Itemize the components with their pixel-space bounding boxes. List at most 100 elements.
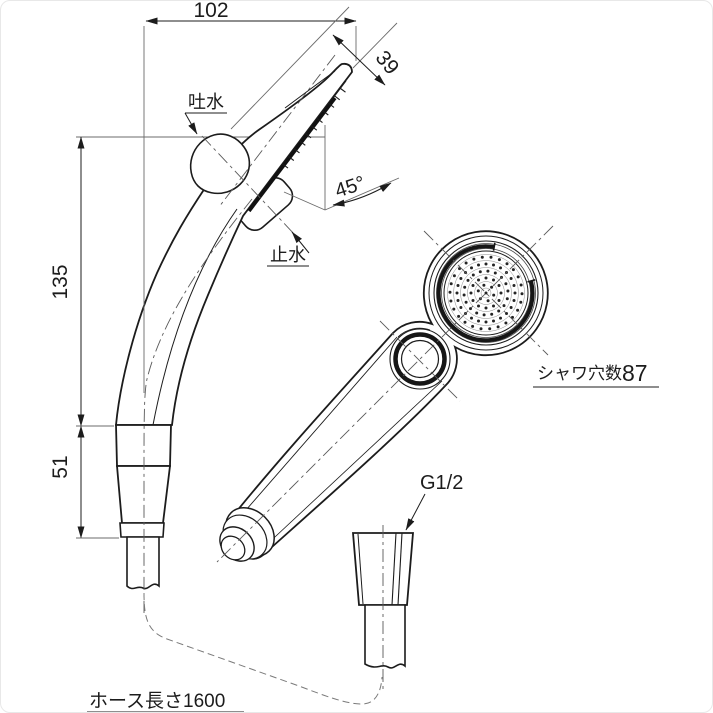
head-axis-centerline — [218, 54, 336, 208]
spray-hole — [499, 266, 502, 270]
spray-guide-circle — [480, 287, 492, 299]
spray-hole — [520, 292, 524, 296]
front-view — [219, 230, 549, 562]
label-spout: 吐水 — [188, 92, 224, 112]
spray-hole — [476, 289, 480, 293]
spray-hole — [486, 299, 490, 303]
spray-hole — [449, 299, 453, 303]
spray-guide-circle — [474, 281, 498, 305]
handle-wall-right — [260, 380, 443, 551]
spray-hole — [490, 312, 494, 316]
ring-hook-2 — [527, 279, 536, 283]
nozzle-tick — [310, 125, 318, 131]
spray-hole — [477, 263, 480, 267]
spray-hole — [512, 299, 516, 302]
spray-hole — [492, 319, 495, 323]
spray-hole — [504, 321, 508, 325]
spray-hole — [452, 307, 456, 311]
label-hose-length: ホース長さ1600 — [89, 691, 225, 712]
spray-hole — [516, 275, 520, 279]
spray-hole — [478, 270, 482, 274]
label-shower-holes: シャワ穴数 — [537, 364, 622, 383]
center-lines — [143, 54, 554, 689]
label-holes-count: 87 — [622, 360, 648, 386]
spray-hole — [452, 274, 456, 278]
grip-taper — [116, 465, 172, 524]
hose-side — [126, 536, 160, 590]
switch-button-ring — [393, 332, 447, 386]
spray-hole — [462, 293, 466, 297]
spray-hole — [477, 304, 480, 308]
spray-hole — [511, 268, 515, 272]
nut-facet-right1 — [391, 532, 397, 606]
spray-hole — [492, 263, 495, 267]
dim-head-angle: 45° — [332, 172, 368, 202]
spray-hole — [488, 327, 492, 331]
dim-upper-height: 135 — [49, 264, 72, 299]
top-cover-seam — [284, 70, 336, 109]
spray-hole — [496, 325, 500, 329]
spray-hole — [484, 262, 488, 266]
nozzle-tick — [293, 148, 300, 154]
ring-groove-inner — [441, 248, 531, 338]
spray-hole — [469, 291, 473, 295]
label-thread-leader — [405, 493, 426, 531]
spray-hole — [477, 319, 480, 323]
handle-centerline — [143, 198, 253, 613]
retaining-ring — [436, 244, 535, 343]
nozzle-strip — [247, 96, 337, 213]
knob-axis-centerline — [201, 135, 297, 237]
spray-guide-circles — [447, 254, 525, 332]
spray-hole — [480, 255, 484, 259]
dim-line-depth — [332, 34, 386, 86]
spray-hole — [516, 308, 520, 312]
spray-hole — [459, 277, 463, 280]
spray-hole — [456, 284, 460, 287]
ext-line-depth-back — [230, 6, 350, 130]
handle-wall-left — [231, 336, 398, 527]
spray-hole — [457, 314, 461, 318]
spray-hole — [484, 320, 488, 324]
spray-hole — [472, 257, 476, 261]
spray-hole — [479, 327, 483, 331]
head-body — [115, 62, 353, 426]
front-body — [227, 230, 549, 560]
dim-lower-height: 51 — [49, 455, 72, 478]
spray-guide-circle — [460, 267, 512, 319]
dimension-graphics: 102 135 51 39 45° — [49, 1, 403, 539]
nozzle-tick — [305, 133, 312, 139]
spray-hole — [463, 320, 467, 324]
spray-hole — [499, 316, 502, 320]
spray-hole — [497, 299, 501, 302]
spray-hole — [466, 278, 470, 282]
handle-inner-curve — [152, 208, 238, 426]
spray-hole — [502, 304, 506, 308]
spray-hole — [463, 285, 467, 289]
nozzle-tick — [322, 110, 329, 116]
label-stop: 止水 — [270, 245, 306, 265]
nozzle-ticks — [282, 87, 346, 169]
spray-hole — [484, 306, 488, 310]
spray-hole — [499, 291, 503, 295]
spray-hole — [470, 316, 473, 320]
spray-hole — [506, 289, 510, 293]
nozzle-tick — [316, 117, 323, 124]
spray-hole — [484, 276, 488, 280]
nozzle-tick — [333, 95, 341, 101]
spray-hole — [489, 255, 493, 259]
spray-hole — [482, 313, 486, 317]
spray-hole — [448, 290, 452, 294]
hose-bottom — [364, 604, 406, 669]
spray-hole — [519, 283, 523, 287]
spray-hole — [471, 299, 475, 302]
nozzle-tick — [282, 163, 289, 169]
spray-hole — [509, 277, 513, 280]
spray-hole — [493, 271, 497, 275]
labels: 吐水 止水 シャワ穴数 87 G1/2 ホース長さ1600 — [87, 92, 659, 712]
spray-hole — [477, 278, 480, 282]
spray-hole — [455, 291, 459, 295]
spray-hole — [484, 291, 488, 295]
spray-guide-circle — [453, 260, 519, 326]
